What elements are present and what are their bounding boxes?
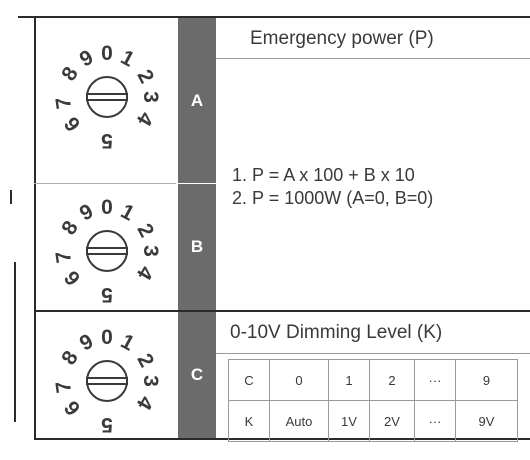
emergency-formula-1: 1. P = A x 100 + B x 10 [232, 165, 415, 185]
dial-digit: 9 [76, 46, 97, 72]
emergency-power-title: Emergency power (P) [250, 28, 434, 49]
dial-slot [86, 247, 128, 255]
left-tick-mark [10, 190, 12, 204]
dial-digit: 8 [57, 347, 83, 369]
table-cell: 9 [455, 359, 518, 401]
dial-digit: 2 [132, 350, 158, 371]
table-cell: ··· [414, 359, 456, 401]
dial-digit: 3 [139, 375, 162, 387]
dial-slot [86, 93, 128, 101]
table-cell: C [228, 359, 270, 401]
dial-digit: 9 [76, 330, 97, 356]
dimming-table: C 0 1 2 ··· 9 K Auto 1V 2V ··· 9V [228, 359, 518, 442]
table-cell: ··· [414, 400, 456, 442]
dial-digit: 4 [132, 392, 158, 414]
dial-digit: 0 [101, 42, 113, 65]
dial-digit: 7 [52, 250, 76, 265]
dial-digit: 4 [132, 108, 158, 130]
emergency-formula-2: 2. P = 1000W (A=0, B=0) [232, 188, 434, 208]
left-bracket-mark [14, 262, 16, 422]
dial-digit: 8 [57, 217, 83, 239]
dial-digit: 3 [139, 91, 162, 103]
table-cell: 1 [328, 359, 370, 401]
switch-label-b: B [178, 184, 216, 310]
dial-digit: 5 [101, 283, 113, 306]
dial-digit: 1 [117, 330, 138, 356]
switch-label-c: C [178, 312, 216, 438]
left-border [34, 16, 36, 440]
table-cell: 0 [269, 359, 329, 401]
table-cell: 2V [369, 400, 415, 442]
table-cell: 2 [369, 359, 415, 401]
dial-digit: 9 [76, 200, 97, 226]
dial-digit: 6 [60, 112, 85, 135]
switch-a-letter: A [190, 90, 204, 110]
dial-slot [86, 377, 128, 385]
dial-digit: 1 [117, 46, 138, 72]
table-cell: K [228, 400, 270, 442]
switch-b-letter: B [190, 237, 204, 256]
dimming-row-k: K Auto 1V 2V ··· 9V [228, 400, 518, 442]
dial-digit: 6 [60, 396, 85, 419]
dial-digit: 2 [132, 66, 158, 87]
dial-digit: 8 [57, 63, 83, 85]
dial-digit: 6 [60, 266, 85, 289]
dial-digit: 7 [52, 96, 76, 111]
switch-label-a: A [178, 18, 216, 183]
dial-digit: 2 [132, 220, 158, 241]
divider-title-dimming [216, 353, 530, 354]
dial-digit: 5 [101, 413, 113, 436]
table-cell: 1V [328, 400, 370, 442]
dial-digit: 0 [101, 196, 113, 219]
dial-digit: 0 [101, 326, 113, 349]
top-border [18, 16, 530, 18]
dimming-row-c: C 0 1 2 ··· 9 [228, 359, 518, 401]
table-cell: Auto [269, 400, 329, 442]
divider-ab [34, 183, 176, 184]
dimming-level-title: 0-10V Dimming Level (K) [230, 322, 443, 343]
dial-digit: 3 [139, 245, 162, 257]
divider-title-emergency [216, 58, 530, 59]
dial-digit: 1 [117, 200, 138, 226]
dial-digit: 4 [132, 262, 158, 284]
table-cell: 9V [455, 400, 518, 442]
dial-digit: 5 [101, 129, 113, 152]
dial-digit: 7 [52, 380, 76, 395]
switch-c-letter: C [190, 365, 204, 384]
divider-middle [34, 310, 530, 312]
